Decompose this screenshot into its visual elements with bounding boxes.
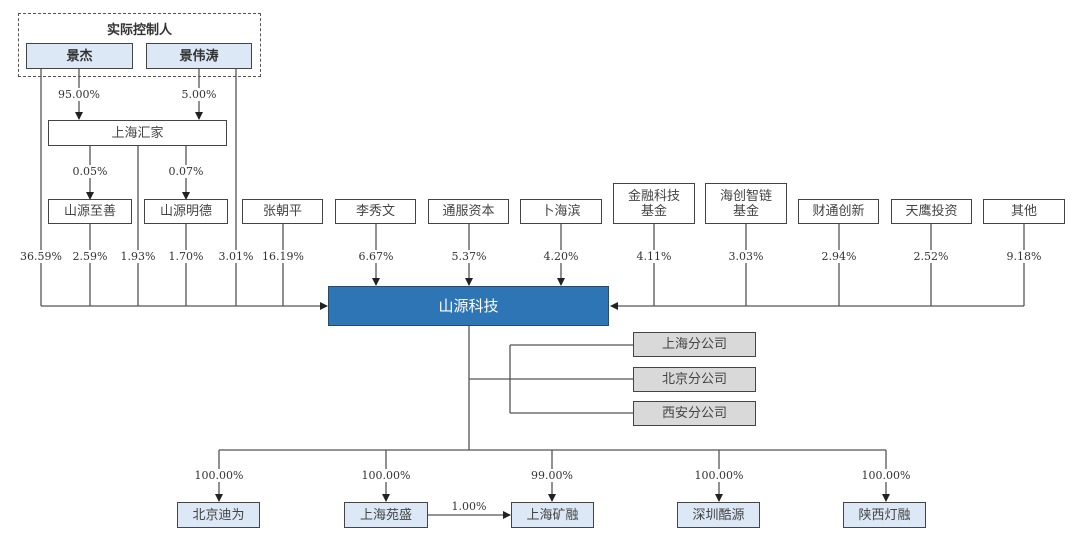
actual-controller-group (18, 13, 261, 77)
pct-sub-shanghai-yuansheng: 100.00% (360, 469, 412, 482)
shareholder-lixiuwen[interactable]: 李秀文 (335, 199, 416, 224)
pct-buhaibin: 4.20% (542, 250, 580, 263)
subsidiary-shanghai-yuansheng[interactable]: 上海苑盛 (344, 502, 428, 528)
pct-tongfu: 5.37% (450, 250, 488, 263)
shareholder-haichuang-fund[interactable]: 海创智链 基金 (705, 183, 787, 224)
subsidiary-beijing-diwei[interactable]: 北京迪为 (177, 502, 260, 528)
company-shanyuan-tech[interactable]: 山源科技 (328, 286, 609, 326)
branch-xian[interactable]: 西安分公司 (633, 401, 756, 426)
branch-shanghai[interactable]: 上海分公司 (633, 332, 756, 357)
controller-jingweitao[interactable]: 景伟涛 (146, 43, 252, 69)
pct-sub-beijing-diwei: 100.00% (193, 469, 245, 482)
subsidiary-shenzhen-kuyuan[interactable]: 深圳酷源 (677, 502, 760, 528)
pct-sub-shaanxi-dengrong: 100.00% (860, 469, 912, 482)
shareholder-buhaibin[interactable]: 卜海滨 (520, 199, 602, 224)
shareholder-fintech-fund[interactable]: 金融科技 基金 (613, 183, 695, 224)
subsidiary-shanghai-kuangrong[interactable]: 上海矿融 (511, 502, 594, 528)
controller-jingjie[interactable]: 景杰 (26, 43, 133, 69)
pct-lixiuwen: 6.67% (357, 250, 395, 263)
subsidiary-shaanxi-dengrong[interactable]: 陕西灯融 (843, 502, 926, 528)
pct-sub-shenzhen-kuyuan: 100.00% (693, 469, 745, 482)
pct-cross-holding: 1.00% (450, 500, 488, 513)
pct-mingde: 1.70% (167, 250, 205, 263)
pct-huijia-mingde: 0.07% (167, 165, 205, 178)
branch-beijing[interactable]: 北京分公司 (633, 367, 756, 392)
pct-sub-shanghai-kuangrong: 99.00% (530, 469, 574, 482)
shareholder-tongfu-capital[interactable]: 通服资本 (428, 199, 509, 224)
pct-caitong: 2.94% (820, 250, 858, 263)
pct-huijia-zhishan: 0.05% (71, 165, 109, 178)
pct-jingweitao-huijia: 5.00% (180, 88, 218, 101)
shareholder-others[interactable]: 其他 (983, 199, 1065, 224)
pct-others: 9.18% (1005, 250, 1043, 263)
shareholder-zhangchaoping[interactable]: 张朝平 (242, 199, 323, 224)
shareholder-caitong-innovation[interactable]: 财通创新 (798, 199, 879, 224)
holding-platform-huijia[interactable]: 上海汇家 (48, 120, 227, 146)
pct-zhangchaoping: 16.19% (261, 250, 305, 263)
pct-jingweitao: 3.01% (217, 250, 255, 263)
shareholder-tianying-investment[interactable]: 天鹰投资 (891, 199, 972, 224)
pct-zhishan: 2.59% (71, 250, 109, 263)
pct-huijia: 1.93% (119, 250, 157, 263)
pct-jingjie-huijia: 95.00% (57, 88, 101, 101)
actual-controller-title: 实际控制人 (106, 23, 172, 38)
shareholder-shanyuan-mingde[interactable]: 山源明德 (144, 199, 228, 224)
pct-jingjie: 36.59% (19, 250, 63, 263)
pct-tianying: 2.52% (912, 250, 950, 263)
pct-haichuang-fund: 3.03% (727, 250, 765, 263)
shareholder-shanyuan-zhishan[interactable]: 山源至善 (48, 199, 132, 224)
pct-fintech-fund: 4.11% (635, 250, 673, 263)
